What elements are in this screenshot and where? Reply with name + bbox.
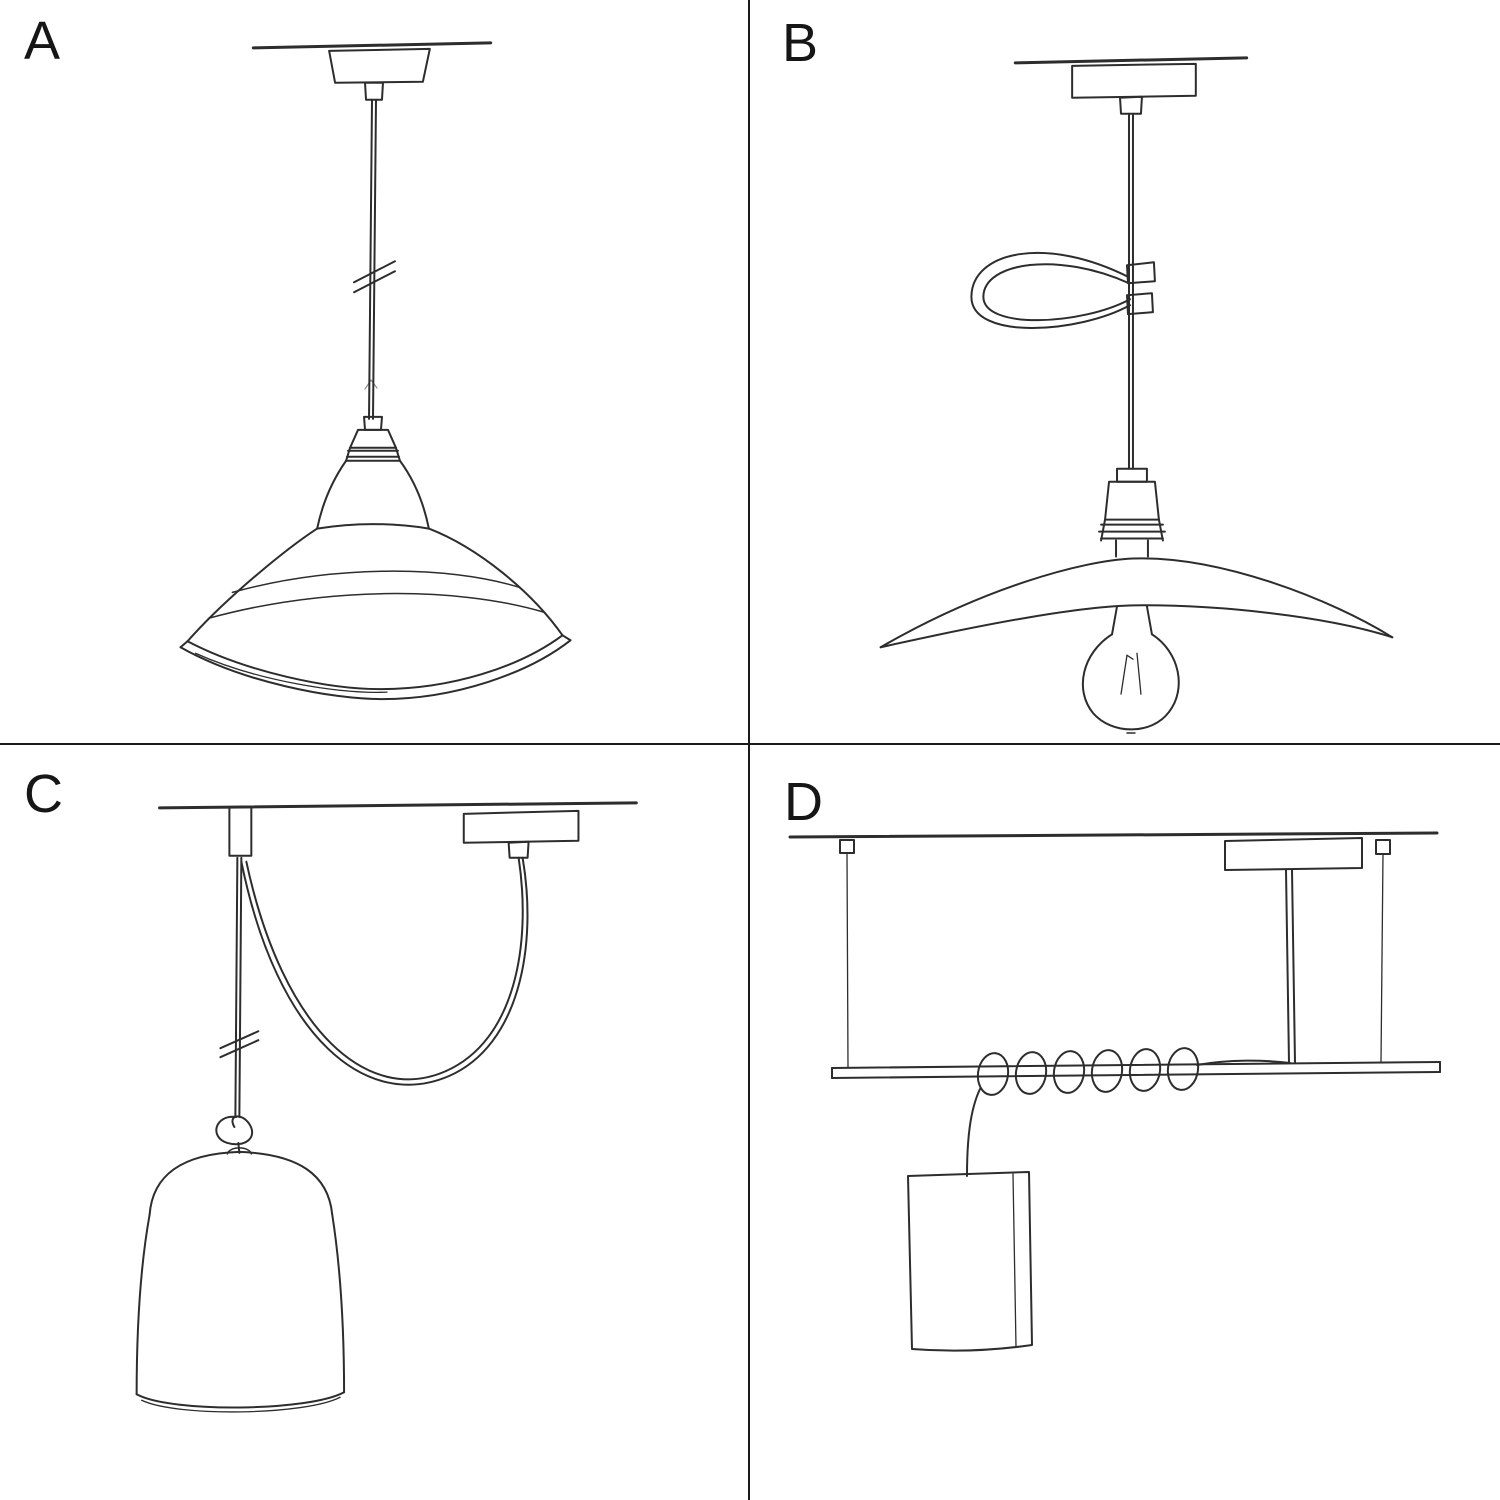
panel-c-label: C bbox=[24, 764, 64, 824]
cable-b bbox=[1129, 114, 1133, 469]
bar-suspension-tube-pendant-sketch bbox=[750, 745, 1500, 1500]
panel-b: B bbox=[750, 0, 1500, 745]
bell-dome-shade-c bbox=[137, 1148, 344, 1412]
ceiling-line-a bbox=[253, 43, 490, 100]
knot-c bbox=[216, 1116, 252, 1153]
cable-clip-loop-b bbox=[971, 253, 1155, 328]
light-bulb-b bbox=[1083, 606, 1179, 733]
ceiling-line-c bbox=[160, 803, 637, 858]
drop-cable-c bbox=[220, 858, 258, 1117]
horizontal-bar-d bbox=[832, 1062, 1440, 1078]
lamp-holder-b bbox=[1099, 469, 1165, 557]
flat-plate-shade-b bbox=[881, 558, 1393, 647]
pendant-industrial-shade-sketch bbox=[0, 0, 748, 743]
panel-b-label: B bbox=[782, 13, 820, 73]
swag-cable-c bbox=[241, 858, 527, 1085]
drop-cable-d bbox=[967, 1089, 980, 1176]
center-stem-d bbox=[1286, 870, 1295, 1063]
panel-a-label: A bbox=[24, 11, 62, 71]
panel-c: C bbox=[0, 745, 750, 1500]
cable-a bbox=[354, 100, 395, 419]
hook-c bbox=[229, 808, 251, 856]
suspension-wires-d bbox=[840, 840, 1390, 1067]
ceiling-line-d bbox=[790, 833, 1437, 870]
ceiling-line-b bbox=[1015, 58, 1246, 114]
panel-d: D bbox=[750, 745, 1500, 1500]
panel-d-label: D bbox=[784, 772, 824, 832]
lamp-holder-a bbox=[317, 417, 429, 529]
pendant-flat-shade-bulb-sketch bbox=[750, 0, 1500, 743]
tube-pendant-d bbox=[908, 1172, 1032, 1351]
wrapped-cable-coils-d bbox=[975, 1046, 1290, 1097]
panel-a: A bbox=[0, 0, 750, 745]
industrial-shade-a bbox=[181, 524, 571, 699]
swag-pendant-bell-shade-sketch bbox=[0, 745, 748, 1500]
